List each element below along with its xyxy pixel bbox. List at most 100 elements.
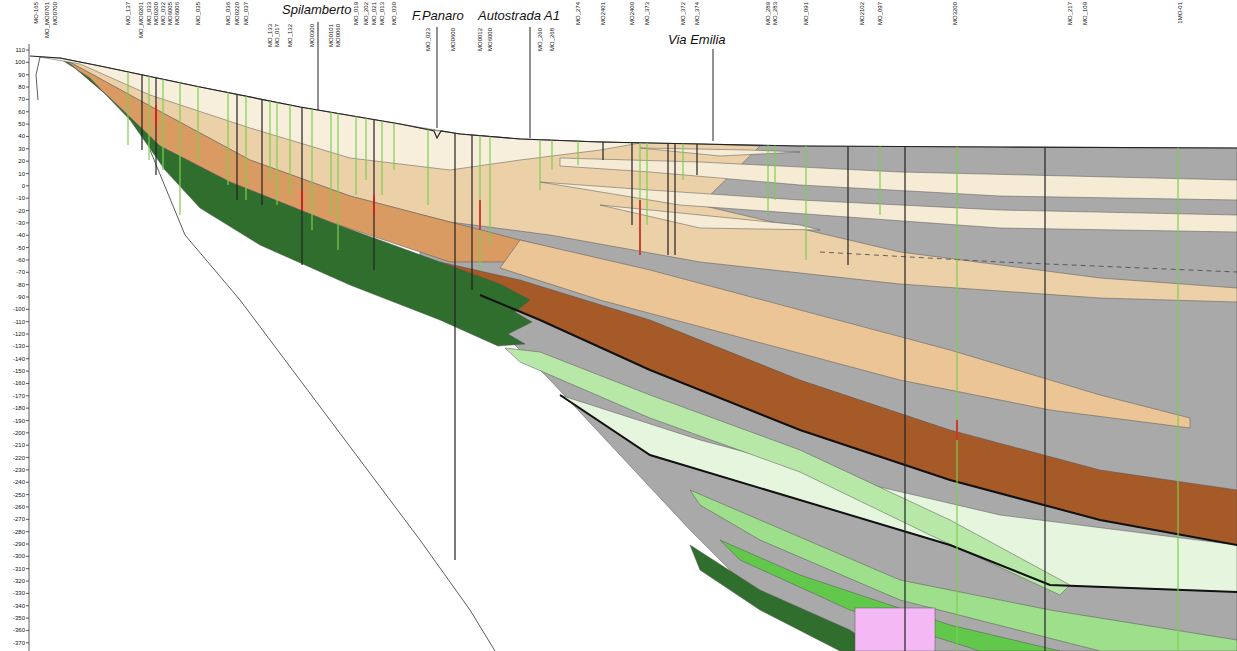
elevation-value: -270 <box>1 516 25 522</box>
well-name: MO_133 <box>267 24 273 47</box>
well-name: MO_MO0701 <box>44 2 50 38</box>
axis-tick <box>26 605 29 606</box>
borehole <box>381 121 382 195</box>
screen-interval <box>956 420 958 440</box>
elevation-value: -50 <box>1 245 25 251</box>
elevation-value: -10 <box>1 195 25 201</box>
borehole <box>373 120 374 270</box>
well-name: MO0220 <box>234 2 240 25</box>
boreholes <box>128 72 1178 651</box>
elevation-value: -310 <box>1 566 25 572</box>
elevation-value: -340 <box>1 603 25 609</box>
elevation-value: -280 <box>1 529 25 535</box>
axis-tick <box>26 519 29 520</box>
elevation-value: 70 <box>1 96 25 102</box>
axis-tick <box>26 494 29 495</box>
well-name: 1MO-01 <box>1177 2 1183 24</box>
borehole <box>631 143 632 225</box>
borehole <box>311 109 312 230</box>
screen-interval <box>155 105 157 125</box>
borehole <box>646 143 647 225</box>
well-name: MO_374 <box>694 2 700 25</box>
place-name: Spilamberto <box>282 3 351 16</box>
borehole <box>904 147 905 651</box>
elevation-value: 80 <box>1 84 25 90</box>
axis-tick <box>26 62 29 63</box>
elevation-value: -240 <box>1 479 25 485</box>
well-name: MO3200 <box>952 2 958 25</box>
well-name: MO_217 <box>1067 2 1073 25</box>
axis-tick <box>26 334 29 335</box>
borehole <box>879 146 880 215</box>
axis-tick <box>26 420 29 421</box>
borehole <box>479 136 480 270</box>
well-name: MO_032 <box>160 2 166 25</box>
elevation-value: -40 <box>1 232 25 238</box>
elevation-value: 60 <box>1 109 25 115</box>
axis-tick <box>26 346 29 347</box>
axis-tick <box>26 87 29 88</box>
borehole <box>1177 148 1178 651</box>
screen-interval <box>639 200 641 255</box>
screen-interval <box>373 195 375 215</box>
place-name: Autostrada A1 <box>478 9 560 22</box>
borehole <box>577 141 578 165</box>
borehole <box>162 79 163 170</box>
well-name: MO_033 <box>146 2 152 25</box>
axis-tick <box>26 531 29 532</box>
axis-tick <box>26 297 29 298</box>
borehole <box>696 144 697 175</box>
elevation-value: 50 <box>1 121 25 127</box>
axis-tick <box>26 630 29 631</box>
borehole <box>245 96 246 200</box>
axis-tick <box>26 618 29 619</box>
axis-tick <box>26 408 29 409</box>
axis-tick <box>26 210 29 211</box>
well-name: MO_274 <box>575 2 581 25</box>
well-name: MO_013 <box>379 2 385 25</box>
axis-tick <box>26 173 29 174</box>
borehole <box>539 140 540 190</box>
elevation-value: -120 <box>1 331 25 337</box>
elevation-value: -70 <box>1 269 25 275</box>
well-name: MO_037 <box>243 2 249 25</box>
borehole <box>261 99 262 205</box>
axis-tick <box>26 544 29 545</box>
screen-interval <box>301 190 303 210</box>
elevation-value: -190 <box>1 418 25 424</box>
axis-tick <box>26 161 29 162</box>
axis-tick <box>26 272 29 273</box>
well-name: MO_202 <box>363 2 369 25</box>
borehole <box>355 117 356 195</box>
borehole <box>301 107 302 265</box>
elevation-value: 10 <box>1 171 25 177</box>
well-name: MO_035 <box>195 2 201 25</box>
elevation-value: -180 <box>1 405 25 411</box>
well-name: MO_372 <box>680 2 686 25</box>
well-name: MO0600 <box>450 28 456 51</box>
borehole <box>805 146 806 260</box>
borehole <box>179 83 180 215</box>
axis-tick <box>26 642 29 643</box>
axis-tick <box>26 506 29 507</box>
well-name: MO_036 <box>225 2 231 25</box>
elevation-value: -170 <box>1 393 25 399</box>
strata <box>40 57 1237 651</box>
well-name: MO0101 <box>328 24 334 47</box>
well-name: MO6005 <box>167 2 173 25</box>
axis-tick <box>26 222 29 223</box>
borehole <box>454 133 455 560</box>
well-name: MO6006 <box>174 2 180 25</box>
elevation-value: 40 <box>1 133 25 139</box>
axis-tick <box>26 371 29 372</box>
elevation-value: -370 <box>1 640 25 646</box>
axis-tick <box>26 111 29 112</box>
axis-tick <box>26 469 29 470</box>
borehole <box>127 72 128 145</box>
elevation-value: -290 <box>1 541 25 547</box>
borehole <box>393 123 394 170</box>
elevation-value: -160 <box>1 380 25 386</box>
borehole <box>956 147 957 651</box>
well-name: MO_283 <box>772 2 778 25</box>
